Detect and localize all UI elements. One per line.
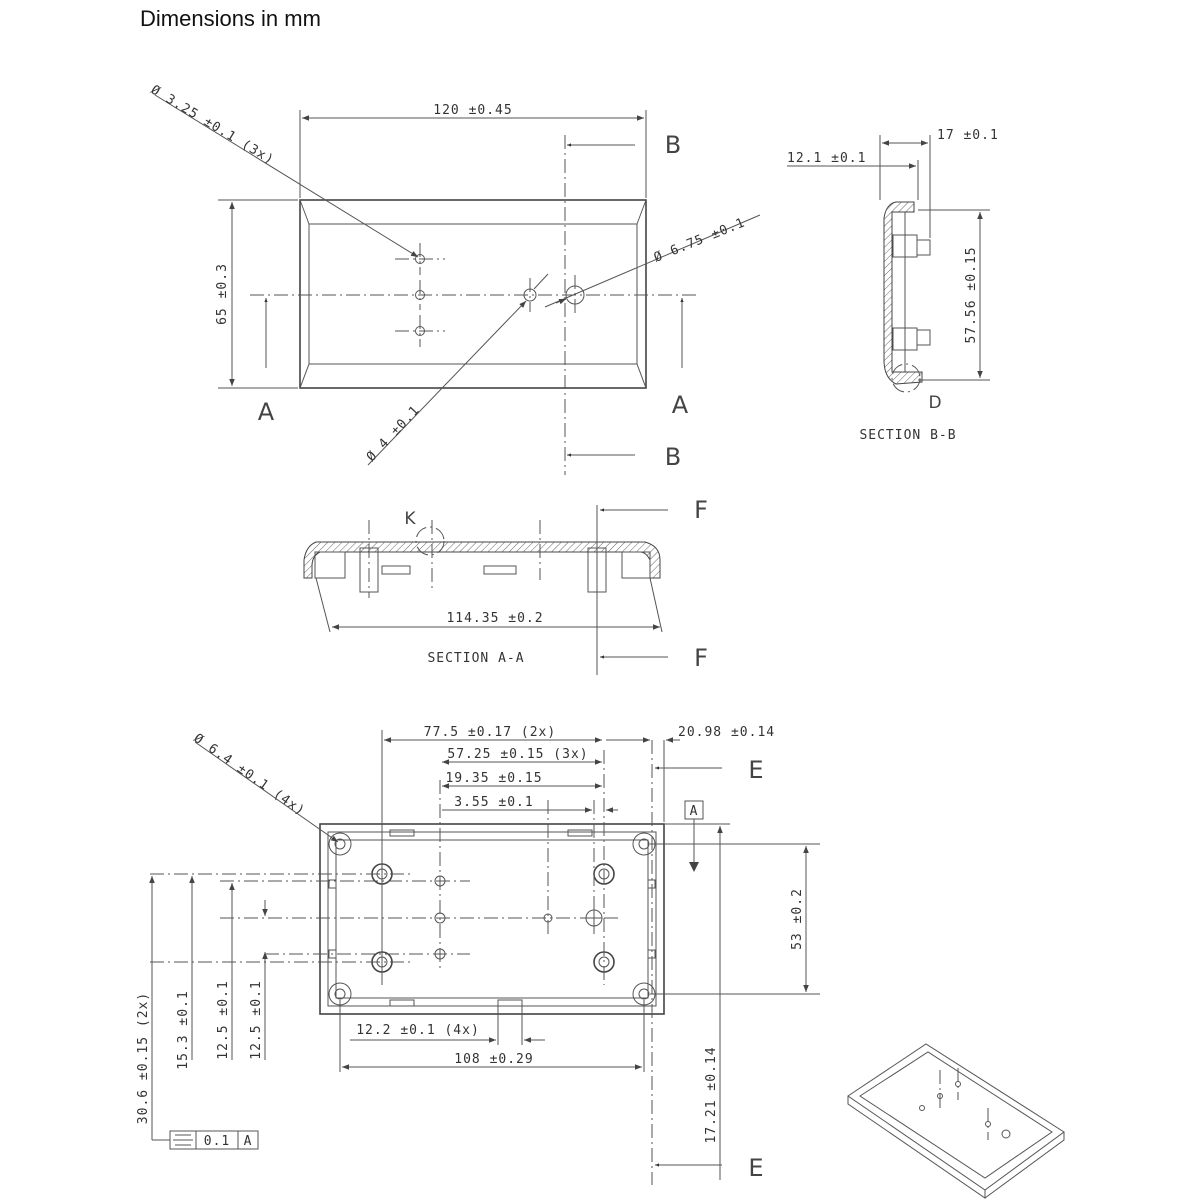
- dim-12-5-a: 12.5 ±0.1: [216, 980, 231, 1059]
- hole-large: [565, 275, 585, 315]
- tolerance-value: 0.1: [204, 1134, 230, 1149]
- dim-57-25: 57.25 ±0.15 (3x): [447, 747, 588, 762]
- marker-e-bottom: E: [748, 1154, 763, 1182]
- dim-15-3: 15.3 ±0.1: [176, 990, 191, 1069]
- dim-12-2: 12.2 ±0.1 (4x): [356, 1023, 480, 1038]
- top-width-dim: 120 ±0.45: [433, 103, 512, 118]
- section-aa-view: K 114.35 ±0.2 SECTION A-A F F: [303, 496, 708, 675]
- aa-dim-114-35: 114.35 ±0.2: [446, 611, 543, 626]
- hole-small-label: Ø 3.25 ±0.1 (3x): [148, 83, 277, 169]
- top-view: 120 ±0.45 65 ±0.3 Ø 3.25 ±0.1 (3x) Ø 6.7…: [148, 83, 761, 475]
- detail-d-label: D: [928, 393, 941, 413]
- marker-e-top: E: [748, 756, 763, 784]
- section-bb-profile: [883, 201, 923, 385]
- dim-20-98: 20.98 ±0.14: [678, 725, 775, 740]
- marker-a-left: A: [258, 398, 275, 426]
- hole-mid: [523, 278, 537, 312]
- tolerance-datum: A: [244, 1134, 253, 1149]
- marker-b-top: B: [665, 131, 681, 159]
- dim-12-5-b: 12.5 ±0.1: [249, 980, 264, 1059]
- dim-17-21: 17.21 ±0.14: [704, 1046, 719, 1143]
- marker-a-right: A: [672, 391, 689, 419]
- marker-b-bottom: B: [665, 443, 681, 471]
- hole-large-label: Ø 6.75 ±0.1: [652, 215, 748, 265]
- bottom-view: 77.5 ±0.17 (2x) 57.25 ±0.15 (3x) 19.35 ±…: [136, 725, 820, 1185]
- tolerance-frame: [169, 1130, 259, 1150]
- isometric-view: [847, 1043, 1065, 1199]
- section-bb-caption: SECTION B-B: [859, 428, 956, 443]
- hole-mid-label: Ø 4 ±0.1: [364, 403, 423, 465]
- top-view-outline: [299, 199, 647, 389]
- dim-19-35: 19.35 ±0.15: [445, 771, 542, 786]
- bb-dim-57-56: 57.56 ±0.15: [964, 246, 979, 343]
- dim-6-4: Ø 6.4 ±0.1 (4x): [191, 731, 308, 819]
- symmetry-icon: [173, 1134, 193, 1146]
- marker-f-bottom: F: [694, 644, 708, 672]
- top-view-inner: [308, 223, 638, 365]
- section-bb-view: D 17 ±0.1 12.1 ±0.1 57.56 ±0.15 SECTION …: [787, 128, 999, 443]
- bottom-view-outline: [319, 823, 665, 1015]
- section-aa-caption: SECTION A-A: [427, 651, 524, 666]
- hole-small-3: [395, 315, 445, 347]
- bb-dim-17: 17 ±0.1: [937, 128, 999, 143]
- dim-108: 108 ±0.29: [454, 1052, 533, 1067]
- hole-small-1: [395, 243, 445, 275]
- corner-hole-tl: [328, 832, 352, 856]
- section-aa-profile: [303, 541, 661, 579]
- detail-k-label: K: [404, 509, 416, 529]
- dim-53: 53 ±0.2: [790, 888, 805, 950]
- page-title: Dimensions in mm: [140, 6, 321, 31]
- dim-30-6: 30.6 ±0.15 (2x): [136, 992, 151, 1124]
- datum-a-label: A: [690, 804, 699, 819]
- hole-small-2: [415, 280, 425, 310]
- bb-dim-12-1: 12.1 ±0.1: [787, 151, 866, 166]
- dim-3-55: 3.55 ±0.1: [454, 795, 533, 810]
- marker-f-top: F: [694, 496, 708, 524]
- top-height-dim: 65 ±0.3: [215, 263, 230, 325]
- dim-77-5: 77.5 ±0.17 (2x): [424, 725, 556, 740]
